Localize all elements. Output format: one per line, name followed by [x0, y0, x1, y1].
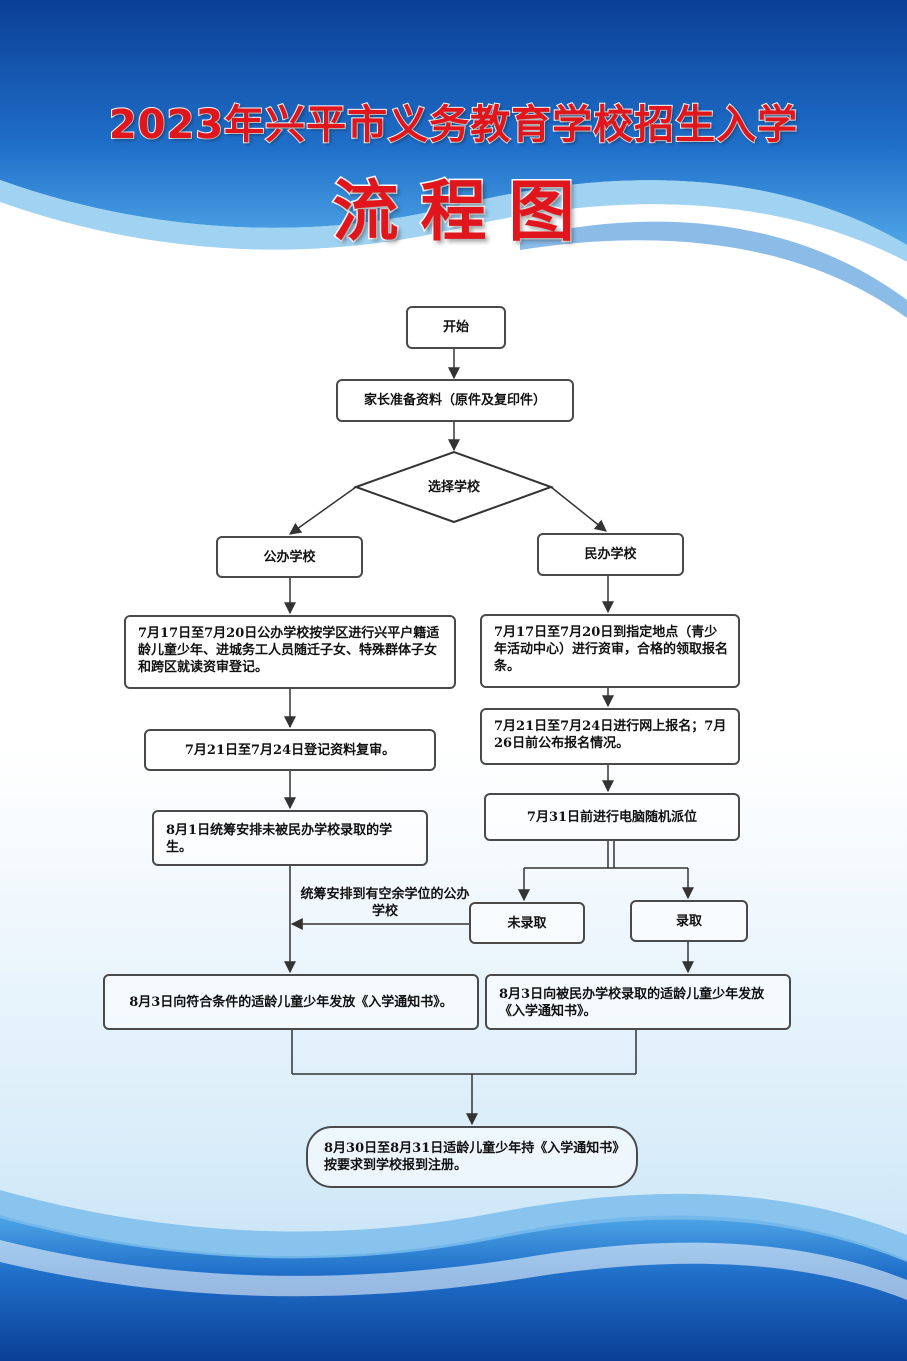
prepare-materials-node: 家长准备资料（原件及复印件） — [336, 379, 574, 422]
decision-label: 选择学校 — [427, 480, 480, 495]
not-admitted-node: 未录取 — [469, 902, 585, 944]
redirect-note: 统筹安排到有空余学位的公办学校 — [300, 887, 470, 919]
public-notice-node: 8月3日向符合条件的适龄儿童少年发放《入学通知书》。 — [103, 974, 479, 1030]
private-step1-node: 7月17日至7月20日到指定地点（青少年活动中心）进行资审，合格的领取报名条。 — [480, 614, 740, 688]
public-school-node: 公办学校 — [216, 536, 363, 578]
private-notice-node: 8月3日向被民办学校录取的适龄儿童少年发放《入学通知书》。 — [485, 974, 791, 1030]
decision-diamond — [353, 450, 554, 524]
poster-title: 2023年兴平市义务教育学校招生入学 — [108, 101, 799, 149]
public-step3-node: 8月1日统筹安排未被民办学校录取的学生。 — [152, 810, 428, 866]
private-lottery-node: 7月31日前进行电脑随机派位 — [484, 793, 740, 841]
final-registration-node: 8月30日至8月31日适龄儿童少年持《入学通知书》按要求到学校报到注册。 — [306, 1126, 638, 1188]
start-node: 开始 — [406, 306, 506, 349]
public-step2-node: 7月21日至7月24日登记资料复审。 — [144, 729, 436, 771]
poster-subtitle: 流程图 — [331, 172, 597, 252]
public-step1-node: 7月17日至7月20日公办学校按学区进行兴平户籍适龄儿童少年、进城务工人员随迁子… — [124, 615, 456, 689]
private-step2-node: 7月21日至7月24日进行网上报名；7月26日前公布报名情况。 — [480, 708, 740, 765]
private-school-node: 民办学校 — [537, 533, 684, 576]
admitted-node: 录取 — [630, 900, 748, 942]
